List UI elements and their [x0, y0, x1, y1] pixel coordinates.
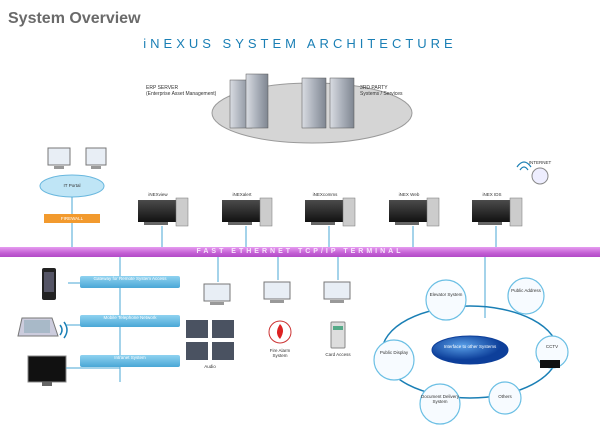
mobile-phone-icon: [42, 268, 56, 300]
cctv-icon: [540, 360, 560, 368]
workstation-icons: [138, 197, 523, 227]
satellite-label: CCTV: [545, 344, 559, 349]
firewall-label: FIREWALL: [60, 216, 84, 221]
tv-display-icon: [27, 355, 67, 386]
workstation-label: iNEXview: [148, 192, 168, 197]
audio-equipment-icon: [186, 320, 234, 360]
satellite-label: Document Delivery System: [420, 394, 459, 404]
workstation-label: iNEX Web: [398, 192, 420, 197]
ethernet-bus-label: FAST ETHERNET TCP/IP TERMINAL: [196, 248, 404, 255]
card-access-label: Card Access: [325, 352, 351, 357]
workstation-label: iNEXalert: [232, 192, 252, 197]
fire-alarm-icon: [268, 320, 292, 344]
card-access-icon: [330, 321, 346, 349]
workstation-label: iNEX IDS: [482, 192, 502, 197]
gateway-box: Intranet System: [80, 355, 180, 367]
internet-label: INTERNET: [528, 160, 552, 165]
satellite-label: Public Display: [379, 350, 409, 355]
fire-alarm-label: Fire Alarm System: [269, 348, 291, 358]
interface-hub-label: Interface to other Systems: [443, 344, 497, 349]
it-portal-label: IT Portal: [63, 183, 81, 188]
laptop-icon: [17, 317, 59, 337]
subsystem-terminal-icons: [203, 281, 351, 305]
internet-icon: [516, 161, 549, 185]
firewall-icon: [44, 214, 100, 223]
architecture-title: iNEXUS SYSTEM ARCHITECTURE: [143, 36, 457, 51]
audio-label: Audio: [204, 364, 216, 369]
page-title: System Overview: [8, 10, 141, 27]
ethernet-bus: [0, 247, 600, 257]
gateway-box: Mobile Telephone Network: [80, 315, 180, 327]
gateway-box: Gateway for Remote System Access: [80, 276, 180, 288]
satellite-label: Elevator System: [429, 292, 463, 297]
satellite-circles: [373, 277, 569, 425]
interface-hub: [431, 335, 509, 365]
erp-server-icon: [229, 73, 269, 129]
satellite-label: Public Address: [511, 288, 541, 293]
wireless-icon: [59, 321, 68, 339]
erp-server-label: ERP SERVER(Enterprise Asset Management): [146, 85, 217, 97]
workstation-label: iNEXcomms: [312, 192, 338, 197]
satellite-label: Others: [498, 394, 512, 399]
third-party-server-icon: [301, 77, 355, 129]
portal-monitor-icon: [47, 147, 107, 169]
